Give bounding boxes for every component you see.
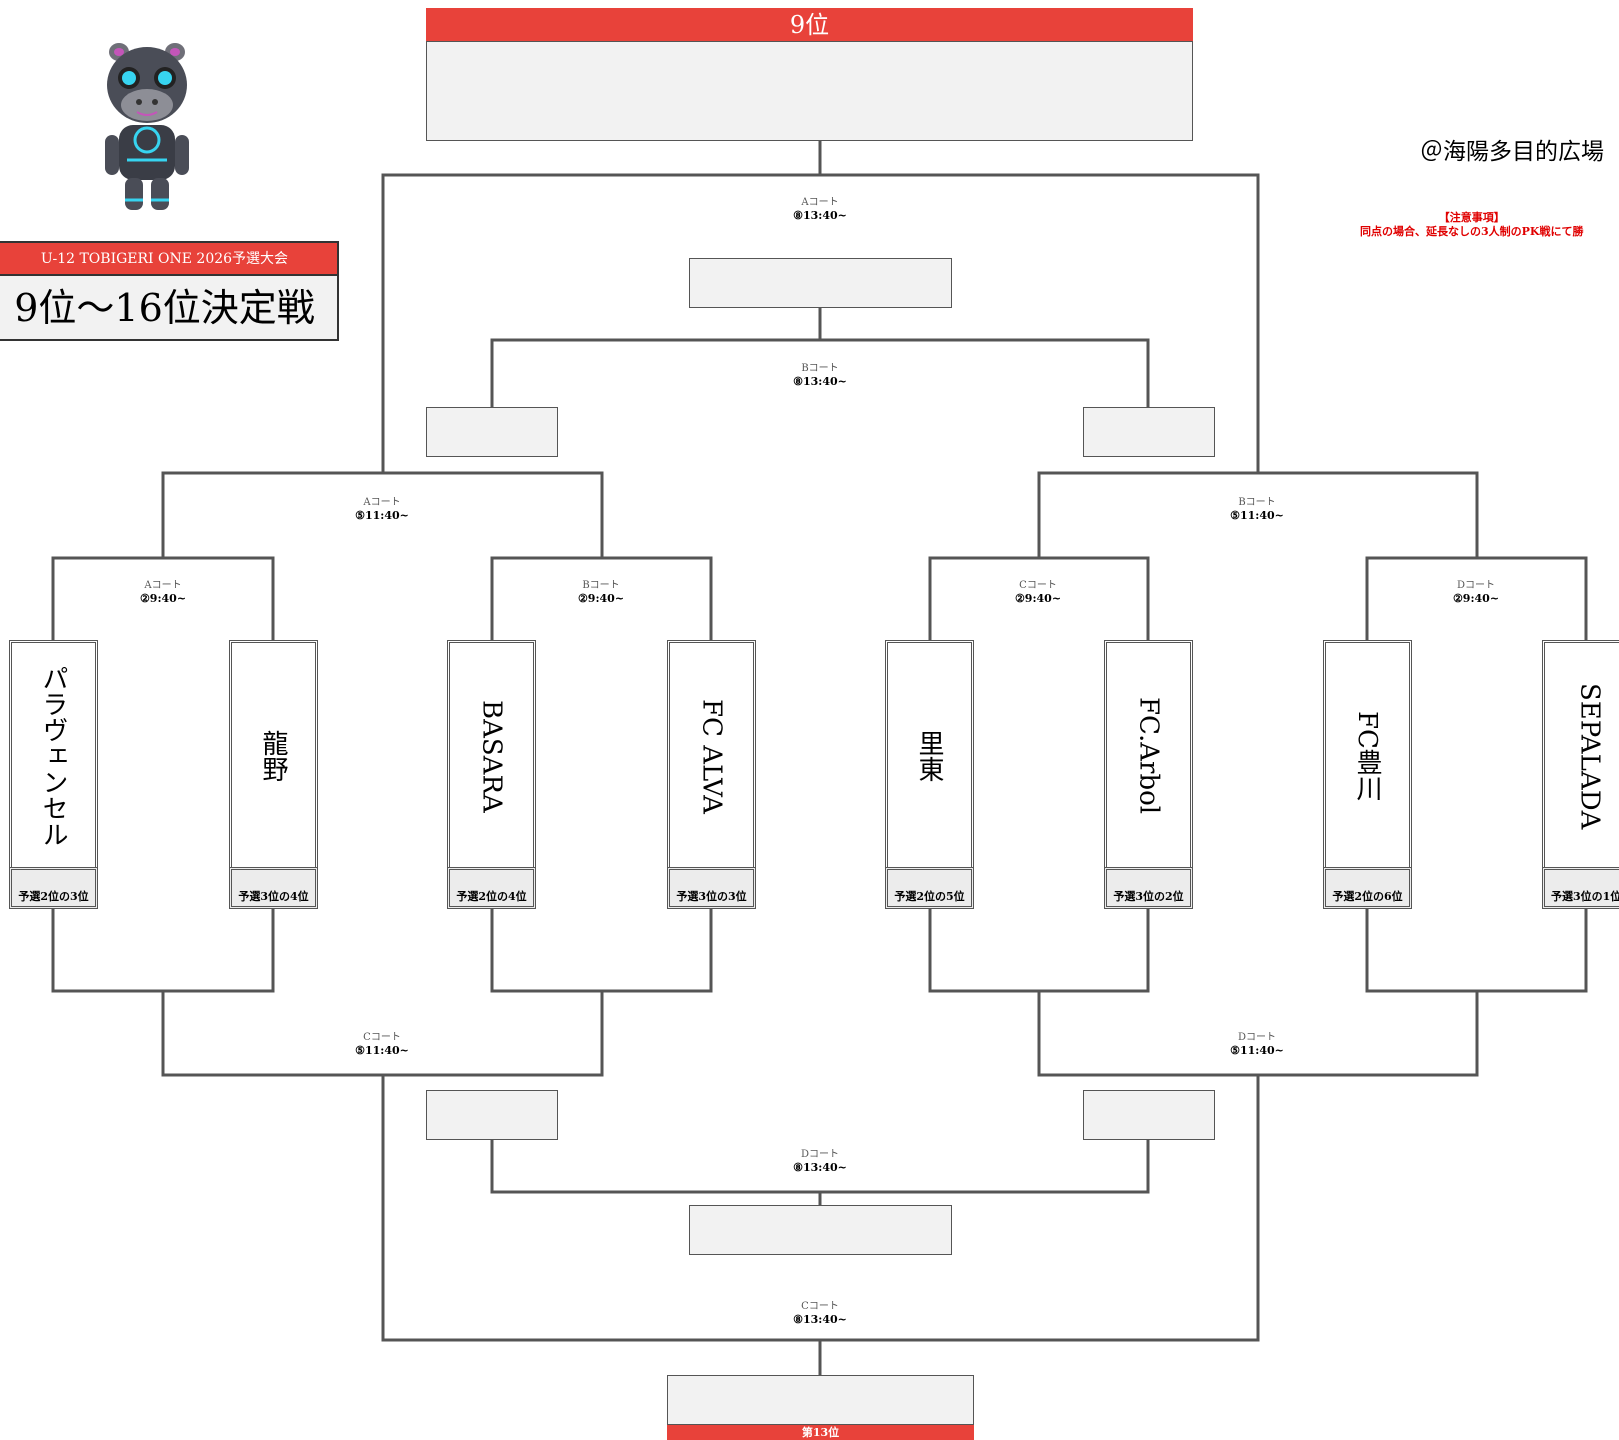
match-court: Dコート: [1456, 580, 1496, 591]
ninth-place-header: 9位: [426, 8, 1193, 42]
match-court: Dコート: [1237, 1032, 1277, 1043]
semifinal-winner-slot: [689, 258, 952, 308]
team-card: パラヴェンセル: [9, 640, 98, 869]
match-court: Aコート: [144, 580, 182, 591]
team-card: 里東: [885, 640, 974, 869]
quarterfinal-winner-slot-right: [1083, 407, 1215, 457]
quarterfinal-loser-slot-right: [1083, 1090, 1215, 1140]
match-court: Bコート: [582, 580, 620, 591]
match-time: ②9:40~: [577, 592, 625, 605]
notice-heading: 【注意事項】: [1438, 211, 1505, 224]
match-time: ②9:40~: [1014, 592, 1062, 605]
team-name: BASARA: [476, 699, 507, 813]
match-court: Cコート: [1019, 580, 1057, 591]
tournament-name: U-12 TOBIGERI ONE 2026予選大会: [0, 241, 339, 274]
team-card: SEPALADA: [1542, 640, 1619, 869]
team-card: BASARA: [447, 640, 536, 869]
match-court: Cコート: [363, 1032, 401, 1043]
notice: 【注意事項】 同点の場合、延長なしの3人制のPK戦にて勝: [1360, 211, 1584, 239]
match-time: ⑧13:40~: [793, 209, 847, 222]
team-seed: 予選2位の5位: [885, 867, 974, 909]
venue-label: ＠海陽多目的広場: [1420, 139, 1604, 165]
ninth-place-box: [426, 41, 1193, 141]
team-seed: 予選2位の4位: [447, 867, 536, 909]
team-card: 龍野: [229, 640, 318, 869]
team-name: 里東: [914, 730, 944, 782]
team-seed: 予選2位の3位: [9, 867, 98, 909]
match-time: ②9:40~: [139, 592, 187, 605]
match-time: ⑤11:40~: [1230, 1044, 1284, 1057]
match-time: ⑧13:40~: [793, 375, 847, 388]
match-time: ⑧13:40~: [793, 1313, 847, 1326]
match-court: Aコート: [363, 497, 401, 508]
team-name: FC ALVA: [696, 698, 727, 814]
team-card: FC ALVA: [667, 640, 756, 869]
team-seed: 予選3位の4位: [229, 867, 318, 909]
robot-hippo-mascot-icon: [105, 43, 189, 210]
semifinal-loser-slot: [689, 1205, 952, 1255]
team-name: FC.Arbol: [1133, 697, 1164, 815]
team-card: FC豊川: [1323, 640, 1412, 869]
notice-body: 同点の場合、延長なしの3人制のPK戦にて勝: [1360, 225, 1584, 238]
match-time: ⑤11:40~: [1230, 509, 1284, 522]
match-court: Bコート: [1238, 497, 1276, 508]
team-name: SEPALADA: [1574, 682, 1605, 830]
match-time: ②9:40~: [1452, 592, 1500, 605]
team-name: FC豊川: [1352, 711, 1382, 801]
match-time: ⑧13:40~: [793, 1161, 847, 1174]
team-seed: 予選3位の2位: [1104, 867, 1193, 909]
match-time: ⑤11:40~: [355, 1044, 409, 1057]
team-name: 龍野: [258, 730, 288, 782]
team-seed: 予選3位の3位: [667, 867, 756, 909]
thirteenth-place-header: 第13位: [667, 1425, 974, 1440]
quarterfinal-winner-slot-left: [426, 407, 558, 457]
match-time: ⑤11:40~: [355, 509, 409, 522]
match-court: Bコート: [801, 363, 839, 374]
team-card: FC.Arbol: [1104, 640, 1193, 869]
match-court: Aコート: [801, 197, 839, 208]
thirteenth-place-box: [667, 1375, 974, 1425]
match-court: Cコート: [801, 1301, 839, 1312]
quarterfinal-loser-slot-left: [426, 1090, 558, 1140]
team-name: パラヴェンセル: [38, 665, 68, 847]
page-title: 9位～16位決定戦: [0, 274, 339, 341]
match-court: Dコート: [800, 1149, 840, 1160]
team-seed: 予選3位の1位: [1542, 867, 1619, 909]
team-seed: 予選2位の6位: [1323, 867, 1412, 909]
